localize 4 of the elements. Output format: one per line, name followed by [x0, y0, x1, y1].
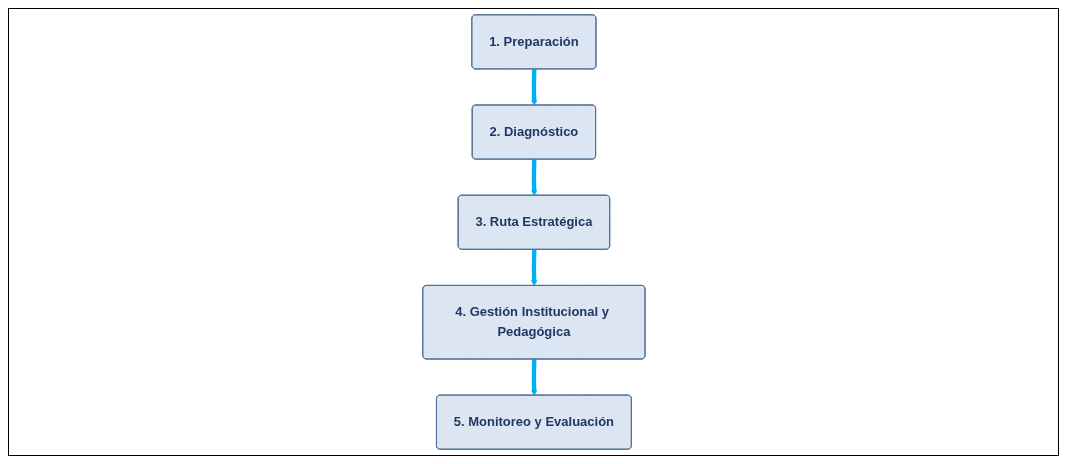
arrow	[530, 69, 537, 106]
arrow	[530, 249, 537, 287]
arrow	[530, 359, 537, 396]
arrow	[530, 159, 537, 196]
